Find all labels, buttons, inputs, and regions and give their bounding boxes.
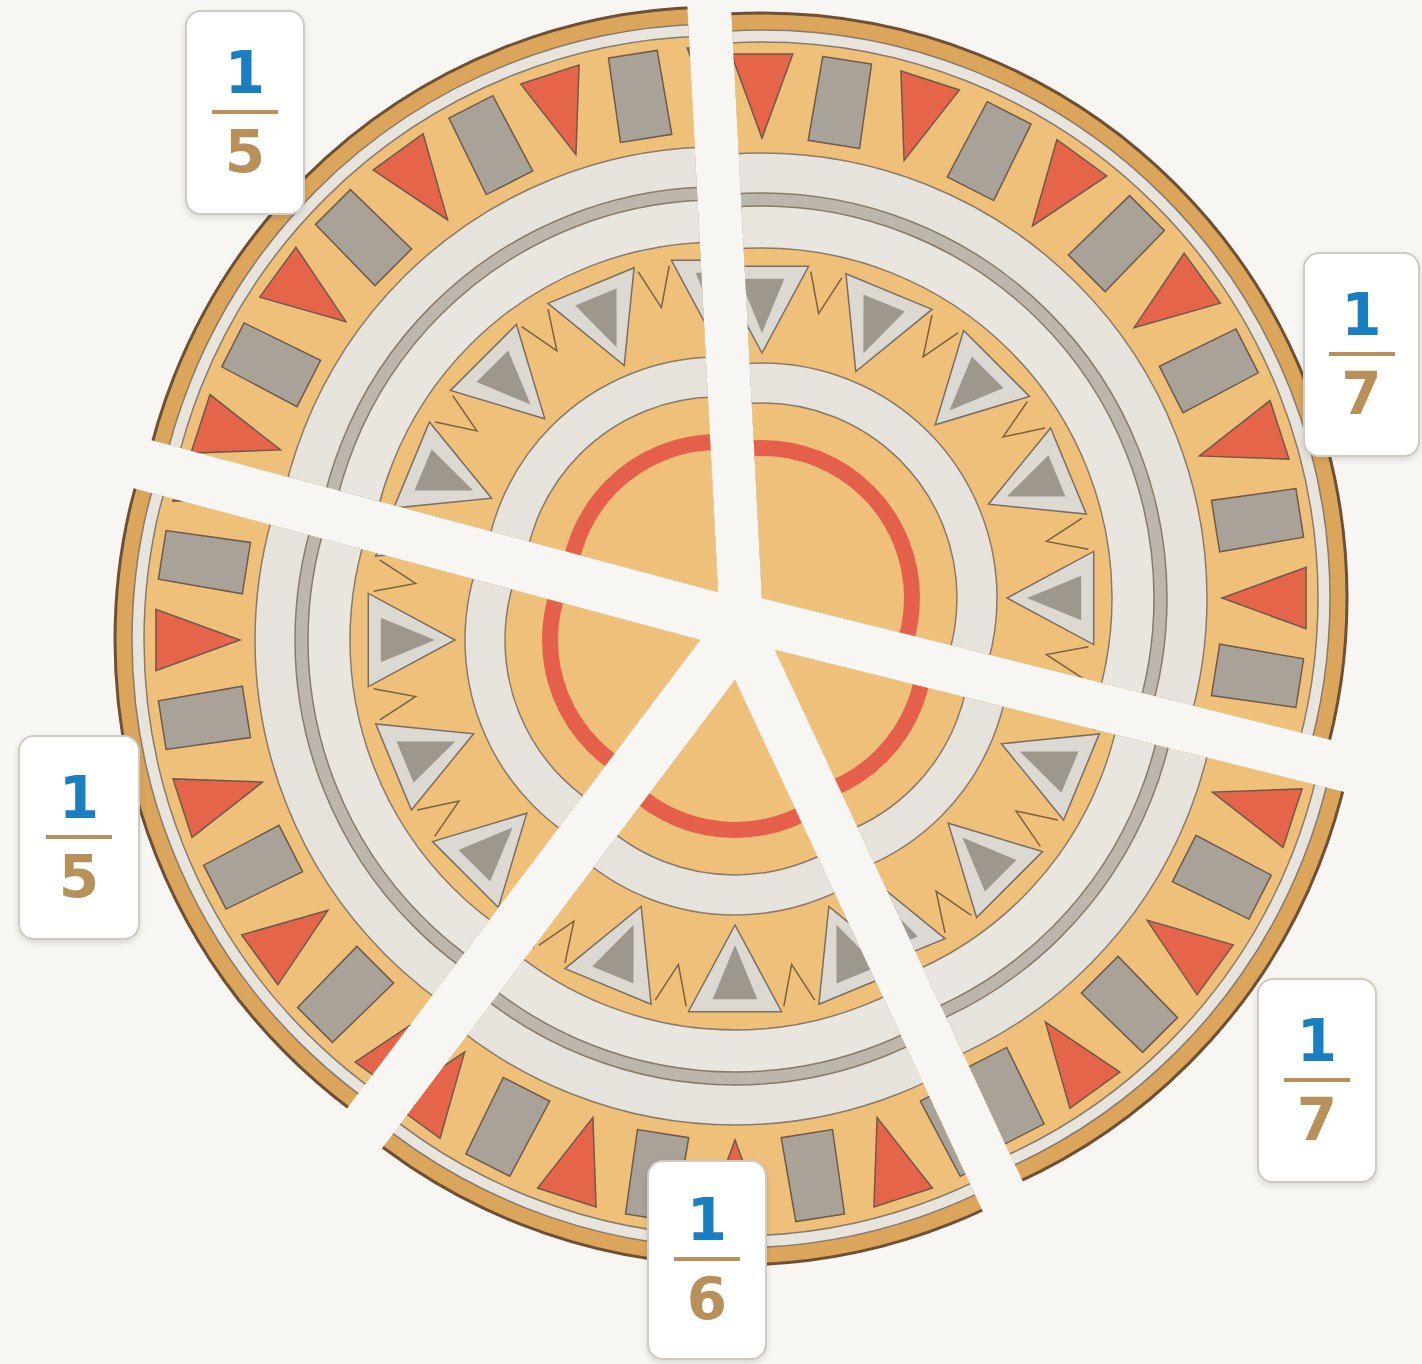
denominator: 5 [225,122,265,183]
plate-piece [133,7,1303,1177]
fraction-card: 17 [1257,978,1377,1183]
fraction-card: 16 [647,1160,767,1360]
fraction-bar [46,835,112,839]
numerator: 1 [59,768,99,829]
fraction-bar [1284,1078,1350,1082]
numerator: 1 [687,1190,727,1251]
plate-piece-design [133,7,1303,1177]
fraction-card: 15 [18,735,140,940]
fraction-bar [674,1257,740,1261]
fraction-card: 15 [185,10,305,215]
fraction-bar [212,110,278,114]
fraction-card: 17 [1303,252,1420,457]
numerator: 1 [1341,285,1381,346]
denominator: 7 [1297,1090,1337,1151]
fraction-bar [1329,352,1395,356]
denominator: 6 [687,1269,727,1330]
denominator: 7 [1341,364,1381,425]
numerator: 1 [225,43,265,104]
numerator: 1 [1297,1011,1337,1072]
denominator: 5 [59,847,99,908]
